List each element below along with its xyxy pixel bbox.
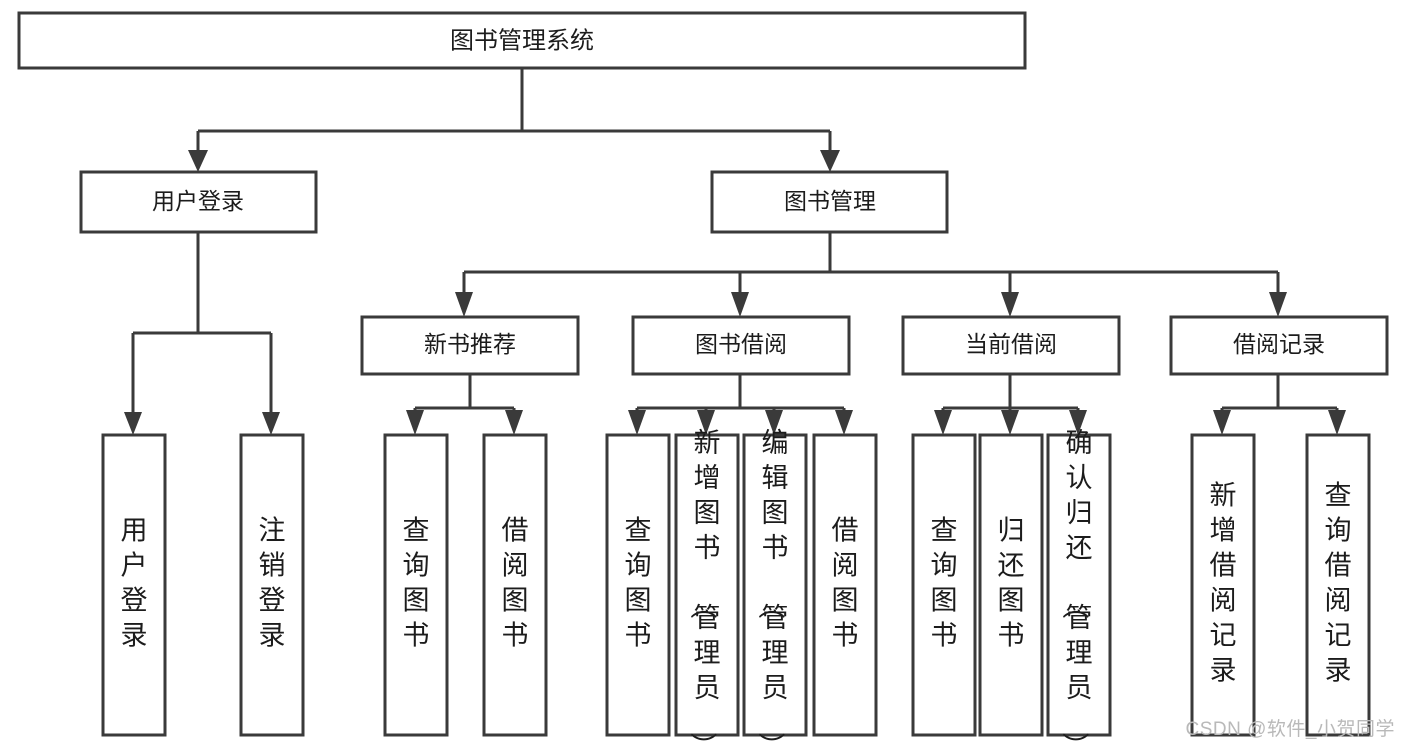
node-leaf-user-login-box[interactable] <box>101 433 167 737</box>
node-leaf-add-book[interactable]: 新增图书（管理员） <box>674 428 740 747</box>
arrowhead-leaf-edit-book <box>765 410 783 435</box>
arrowhead-book-manage <box>820 150 840 172</box>
node-leaf-borrow-book-1[interactable]: 借阅图书 <box>482 433 548 737</box>
node-leaf-user-login-label: 用户登录 <box>121 516 148 651</box>
node-leaf-confirm-return-label: 确认归还（管理员） <box>1060 428 1093 747</box>
node-leaf-return-book-label: 归还图书 <box>998 516 1025 651</box>
node-borrow-record-box[interactable] <box>1169 315 1389 376</box>
arrowhead-book-borrow <box>731 292 749 317</box>
node-book-manage[interactable]: 图书管理 <box>710 170 949 234</box>
arrowhead-leaf-user-login <box>124 412 142 435</box>
node-leaf-borrow-book-2[interactable]: 借阅图书 <box>812 433 878 737</box>
arrowhead-leaf-borrow-book-2 <box>835 410 853 435</box>
node-leaf-confirm-return[interactable]: 确认归还（管理员） <box>1046 428 1112 747</box>
node-leaf-query-book-3-box[interactable] <box>911 433 977 737</box>
arrowhead-borrow-record <box>1269 292 1287 317</box>
node-leaf-query-book-2[interactable]: 查询图书 <box>605 433 671 737</box>
csdn-watermark: CSDN @软件_小贺同学 <box>1185 719 1395 740</box>
node-leaf-add-record-box[interactable] <box>1190 433 1256 737</box>
node-leaf-add-record[interactable]: 新增借阅记录 <box>1190 433 1256 737</box>
node-leaf-borrow-book-2-box[interactable] <box>812 433 878 737</box>
node-leaf-user-logout-label: 注销登录 <box>259 516 286 651</box>
arrowhead-new-book-recommend <box>455 292 473 317</box>
node-book-borrow[interactable]: 图书借阅 <box>631 315 851 376</box>
node-leaf-borrow-book-1-label: 借阅图书 <box>502 516 529 651</box>
node-current-borrow-box[interactable] <box>901 315 1121 376</box>
arrowhead-leaf-confirm-return <box>1069 410 1087 435</box>
arrowhead-current-borrow <box>1001 292 1019 317</box>
arrowhead-leaf-return-book <box>1001 410 1019 435</box>
node-user-login-box[interactable] <box>79 170 318 234</box>
node-leaf-return-book[interactable]: 归还图书 <box>978 433 1044 737</box>
node-leaf-user-login[interactable]: 用户登录 <box>101 433 167 737</box>
arrowhead-leaf-query-book-3 <box>934 410 952 435</box>
node-current-borrow-label: 当前借阅 <box>965 331 1057 357</box>
arrowhead-leaf-query-book-2 <box>628 410 646 435</box>
leaf-layer: 用户登录 注销登录 查询图书 借阅图书 查询图书 新增图书 <box>101 428 1371 747</box>
node-leaf-edit-book-box[interactable] <box>742 433 808 737</box>
node-borrow-record[interactable]: 借阅记录 <box>1169 315 1389 376</box>
node-leaf-user-logout[interactable]: 注销登录 <box>239 433 305 737</box>
node-root[interactable]: 图书管理系统 <box>17 11 1027 70</box>
node-borrow-record-label: 借阅记录 <box>1233 331 1325 357</box>
arrowhead-leaf-query-record <box>1328 410 1346 435</box>
arrowhead-leaf-user-logout <box>262 412 280 435</box>
node-leaf-confirm-return-box[interactable] <box>1046 433 1112 737</box>
node-leaf-edit-book[interactable]: 编辑图书（管理员） <box>742 428 808 747</box>
node-book-manage-label: 图书管理 <box>784 188 876 214</box>
node-leaf-edit-book-label: 编辑图书（管理员） <box>756 428 789 747</box>
node-book-manage-box[interactable] <box>710 170 949 234</box>
node-current-borrow[interactable]: 当前借阅 <box>901 315 1121 376</box>
node-leaf-query-book-1-box[interactable] <box>383 433 449 737</box>
node-leaf-query-book-2-label: 查询图书 <box>625 516 652 651</box>
node-leaf-query-record[interactable]: 查询借阅记录 <box>1305 433 1371 737</box>
connector-layer <box>124 68 1346 435</box>
node-leaf-add-book-box[interactable] <box>674 433 740 737</box>
arrowhead-leaf-add-record <box>1213 410 1231 435</box>
arrowhead-user-login <box>188 150 208 172</box>
node-root-label: 图书管理系统 <box>450 27 594 54</box>
node-new-book-recommend[interactable]: 新书推荐 <box>360 315 580 376</box>
node-user-login[interactable]: 用户登录 <box>79 170 318 234</box>
node-leaf-query-book-3[interactable]: 查询图书 <box>911 433 977 737</box>
node-leaf-query-book-1[interactable]: 查询图书 <box>383 433 449 737</box>
node-book-borrow-label: 图书借阅 <box>695 331 787 357</box>
node-leaf-add-book-label: 新增图书（管理员） <box>688 428 721 747</box>
node-new-book-recommend-label: 新书推荐 <box>424 331 516 357</box>
arrowhead-leaf-add-book <box>697 410 715 435</box>
node-leaf-user-logout-box[interactable] <box>239 433 305 737</box>
node-leaf-query-book-2-box[interactable] <box>605 433 671 737</box>
node-book-borrow-box[interactable] <box>631 315 851 376</box>
node-leaf-borrow-book-1-box[interactable] <box>482 433 548 737</box>
arrowhead-leaf-borrow-book-1 <box>505 410 523 435</box>
node-root-box[interactable] <box>17 11 1027 70</box>
node-leaf-add-record-label: 新增借阅记录 <box>1210 481 1237 686</box>
node-leaf-borrow-book-2-label: 借阅图书 <box>832 516 859 651</box>
node-leaf-query-record-label: 查询借阅记录 <box>1325 481 1352 686</box>
node-new-book-recommend-box[interactable] <box>360 315 580 376</box>
node-leaf-query-book-1-label: 查询图书 <box>403 516 430 651</box>
node-user-login-label: 用户登录 <box>152 188 244 214</box>
arrowhead-leaf-query-book-1 <box>406 410 424 435</box>
node-leaf-return-book-box[interactable] <box>978 433 1044 737</box>
node-leaf-query-book-3-label: 查询图书 <box>931 516 958 651</box>
node-leaf-query-record-box[interactable] <box>1305 433 1371 737</box>
